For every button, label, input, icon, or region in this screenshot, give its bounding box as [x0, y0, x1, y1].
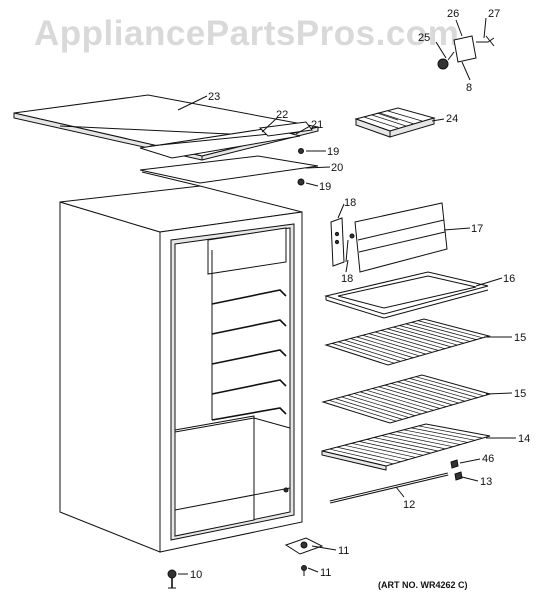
callout-17: 17 [471, 223, 483, 235]
leveling-leg [167, 569, 177, 589]
callout-46: 46 [482, 453, 494, 465]
callout-15-lower: 15 [514, 388, 526, 400]
bottom-hinge [284, 537, 324, 576]
callout-labels: 23 22 21 19 20 19 18 18 17 16 15 15 14 4… [190, 8, 530, 581]
callout-20: 20 [331, 162, 343, 174]
callout-24: 24 [446, 113, 458, 125]
callout-12: 12 [403, 499, 415, 511]
wire-shelf-upper [324, 318, 491, 366]
callout-26: 26 [447, 8, 459, 20]
callout-11-bottom: 11 [320, 567, 331, 579]
refrigerator-cabinet [59, 185, 303, 553]
callout-16: 16 [503, 273, 515, 285]
callout-18-bottom: 18 [341, 273, 353, 285]
callout-8: 8 [466, 82, 472, 94]
callout-19-top: 19 [327, 146, 339, 158]
callout-11-top: 11 [338, 545, 349, 557]
callout-23: 23 [208, 91, 220, 103]
glass-shelf [139, 155, 319, 187]
art-number: (ART NO. WR4262 C) [378, 580, 468, 590]
trim-strips [139, 121, 313, 159]
leader-lines [177, 17, 516, 575]
screw-19-top [298, 148, 304, 154]
drip-tray [324, 271, 489, 319]
callout-22: 22 [276, 109, 288, 121]
rod [329, 472, 449, 504]
freezer-door [354, 202, 448, 273]
wire-shelf-lower [321, 374, 492, 424]
callout-19-bottom: 19 [319, 181, 331, 193]
callout-27: 27 [488, 8, 500, 20]
ice-cube-tray [354, 107, 436, 138]
callout-18-top: 18 [344, 197, 356, 209]
callout-14: 14 [518, 433, 530, 445]
callout-13: 13 [480, 476, 492, 488]
freezer-door-hinge [330, 217, 355, 267]
callout-25: 25 [418, 32, 430, 44]
screw-19-bottom [297, 178, 305, 186]
thermostat-assembly [437, 35, 495, 70]
callout-10: 10 [190, 569, 202, 581]
callout-15-upper: 15 [514, 332, 526, 344]
callout-21: 21 [311, 119, 323, 131]
watermark: AppliancePartsPros.com [34, 14, 460, 53]
crisper-shelf [321, 423, 491, 471]
shelf-support-clips [450, 459, 463, 481]
